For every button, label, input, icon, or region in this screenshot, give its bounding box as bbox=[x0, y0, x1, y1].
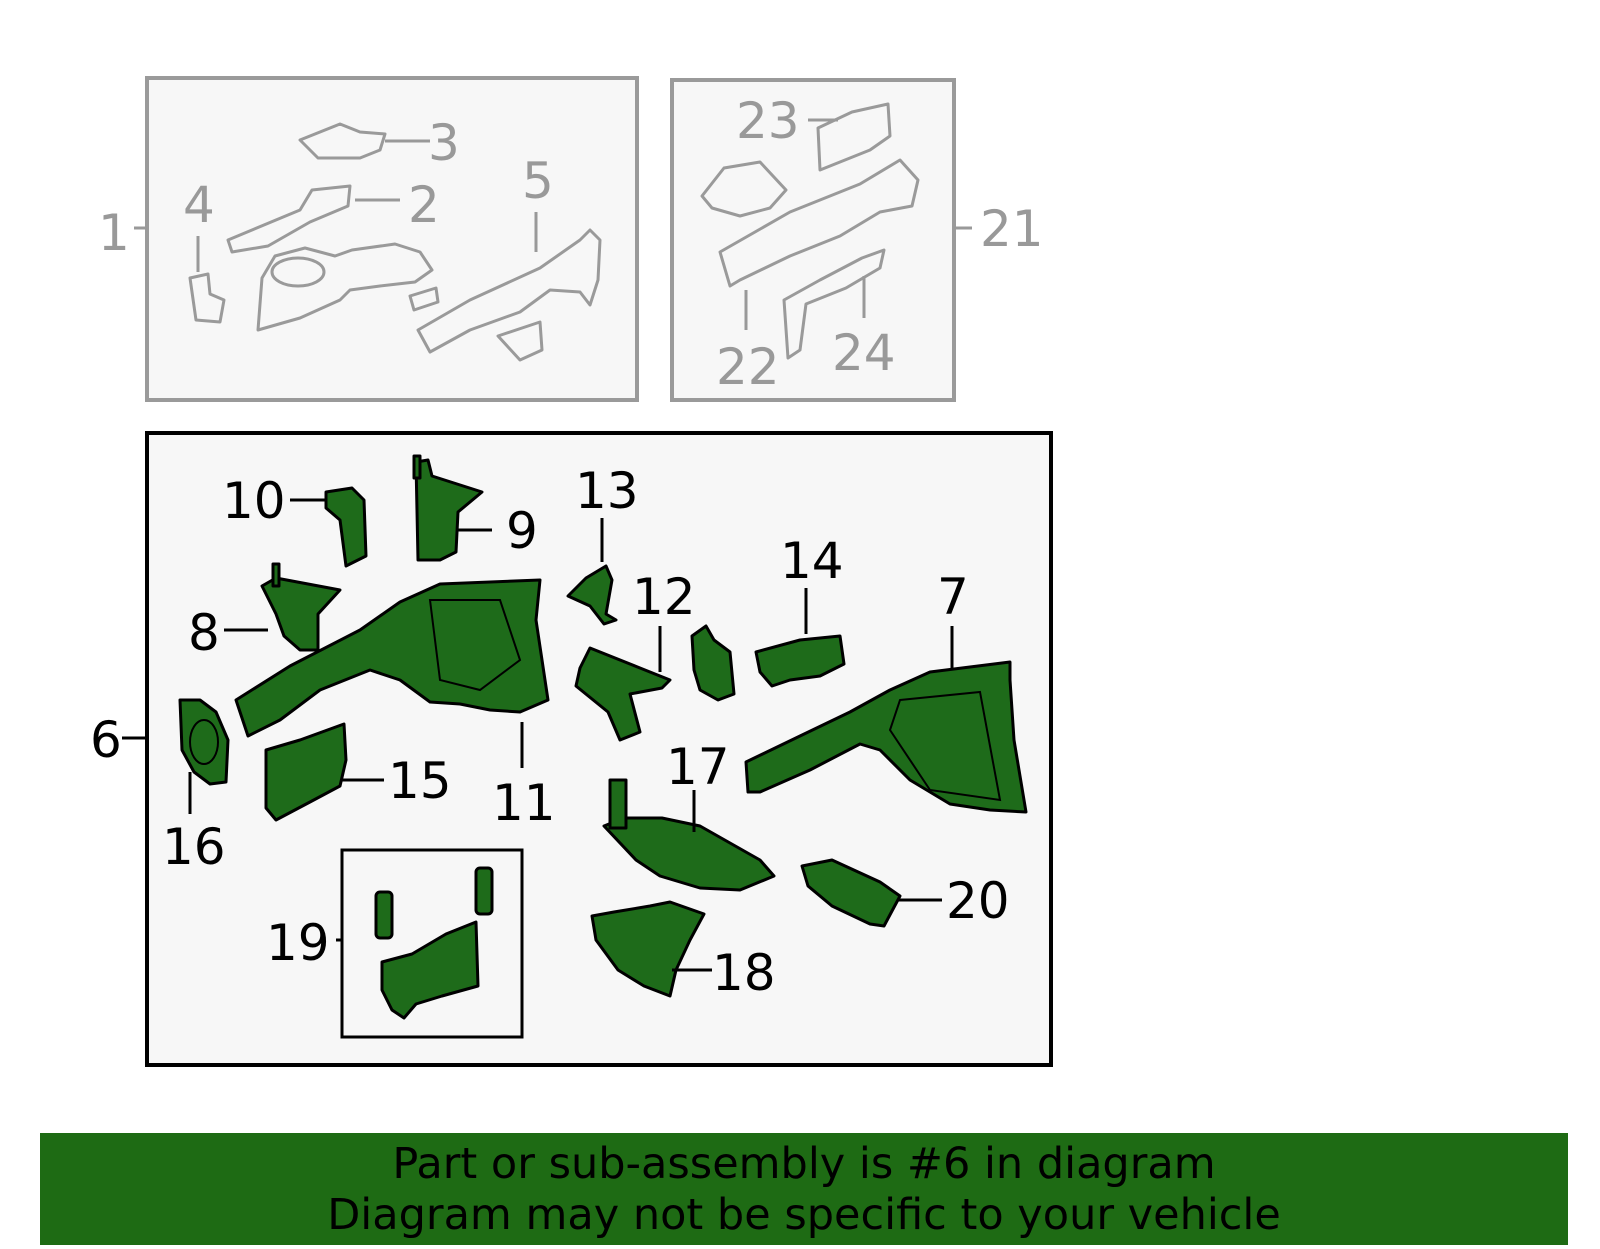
callout-19: 19 bbox=[266, 914, 330, 972]
callout-6: 6 bbox=[90, 711, 122, 769]
callout-5: 5 bbox=[522, 152, 554, 210]
callout-8: 8 bbox=[188, 604, 220, 662]
ghost-part-4 bbox=[188, 236, 226, 324]
ghost-part-22 bbox=[718, 158, 920, 330]
ghost-part-2 bbox=[226, 184, 400, 254]
callout-4: 4 bbox=[183, 176, 215, 234]
part-7 bbox=[744, 626, 1028, 814]
ghost-part-3 bbox=[298, 122, 430, 160]
banner-line-2: Diagram may not be specific to your vehi… bbox=[327, 1190, 1281, 1240]
callout-22: 22 bbox=[716, 338, 780, 396]
callout-18: 18 bbox=[712, 944, 776, 1002]
callout-1: 1 bbox=[98, 204, 130, 262]
part-14 bbox=[754, 588, 846, 688]
part-15 bbox=[264, 722, 384, 822]
callout-2: 2 bbox=[408, 176, 440, 234]
callout-20: 20 bbox=[946, 872, 1010, 930]
callout-17: 17 bbox=[666, 738, 730, 796]
ghost-part-23 bbox=[808, 102, 892, 172]
ghost-part-24 bbox=[782, 248, 886, 360]
ghost-part-strut-tower bbox=[256, 242, 434, 332]
assembly-21-panel bbox=[670, 78, 956, 402]
callout-11: 11 bbox=[492, 774, 556, 832]
part-12-bracket bbox=[690, 624, 736, 702]
banner-line-1: Part or sub-assembly is #6 in diagram bbox=[392, 1139, 1216, 1189]
callout-21: 21 bbox=[980, 200, 1044, 258]
ghost-part-left-bracket bbox=[700, 160, 788, 218]
part-12 bbox=[574, 626, 672, 742]
part-20 bbox=[800, 858, 942, 928]
callout-9: 9 bbox=[506, 502, 538, 560]
callout-10: 10 bbox=[222, 472, 286, 530]
callout-23: 23 bbox=[736, 92, 800, 150]
part-19 bbox=[336, 866, 494, 1020]
part-13 bbox=[566, 518, 618, 626]
info-banner: Part or sub-assembly is #6 in diagram Di… bbox=[40, 1133, 1568, 1245]
ghost-part-5 bbox=[408, 212, 602, 362]
callout-14: 14 bbox=[780, 532, 844, 590]
part-17 bbox=[602, 778, 776, 892]
part-11 bbox=[234, 578, 550, 768]
callout-12: 12 bbox=[632, 568, 696, 626]
part-10 bbox=[290, 486, 368, 568]
part-9 bbox=[412, 454, 492, 562]
part-16 bbox=[178, 698, 230, 814]
callout-7: 7 bbox=[937, 568, 969, 626]
callout-13: 13 bbox=[575, 462, 639, 520]
assembly-1-panel bbox=[145, 76, 639, 402]
callout-15: 15 bbox=[388, 752, 452, 810]
callout-16: 16 bbox=[162, 818, 226, 876]
part-18 bbox=[590, 900, 712, 998]
callout-3: 3 bbox=[428, 114, 460, 172]
callout-24: 24 bbox=[832, 324, 896, 382]
